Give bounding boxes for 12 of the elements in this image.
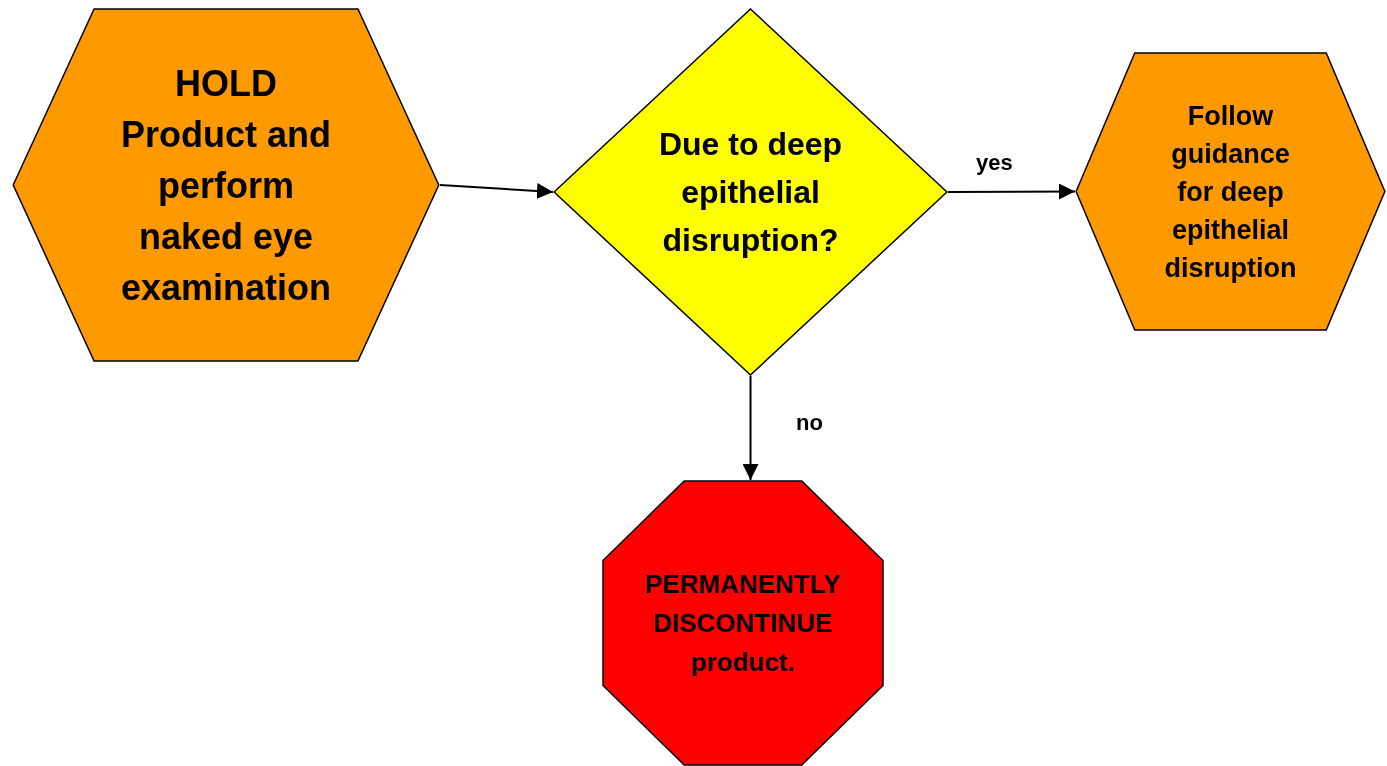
process-hexagon bbox=[1075, 52, 1386, 331]
arrow bbox=[742, 375, 759, 481]
node-text: HOLD bbox=[174, 61, 278, 106]
node-text: Follow guidance for deep epithelial disruption bbox=[1163, 99, 1298, 285]
node-text: PERMANENTLY DISCONTINUE product. bbox=[644, 567, 842, 679]
stop-octagon bbox=[602, 480, 884, 766]
process-hexagon bbox=[12, 8, 440, 362]
arrow bbox=[439, 183, 554, 199]
node-text: Product and perform naked eye examination bbox=[119, 112, 333, 310]
decision-diamond bbox=[553, 8, 948, 376]
node-text: Due to deep epithelial disruption? bbox=[657, 125, 844, 260]
arrow bbox=[947, 183, 1076, 200]
